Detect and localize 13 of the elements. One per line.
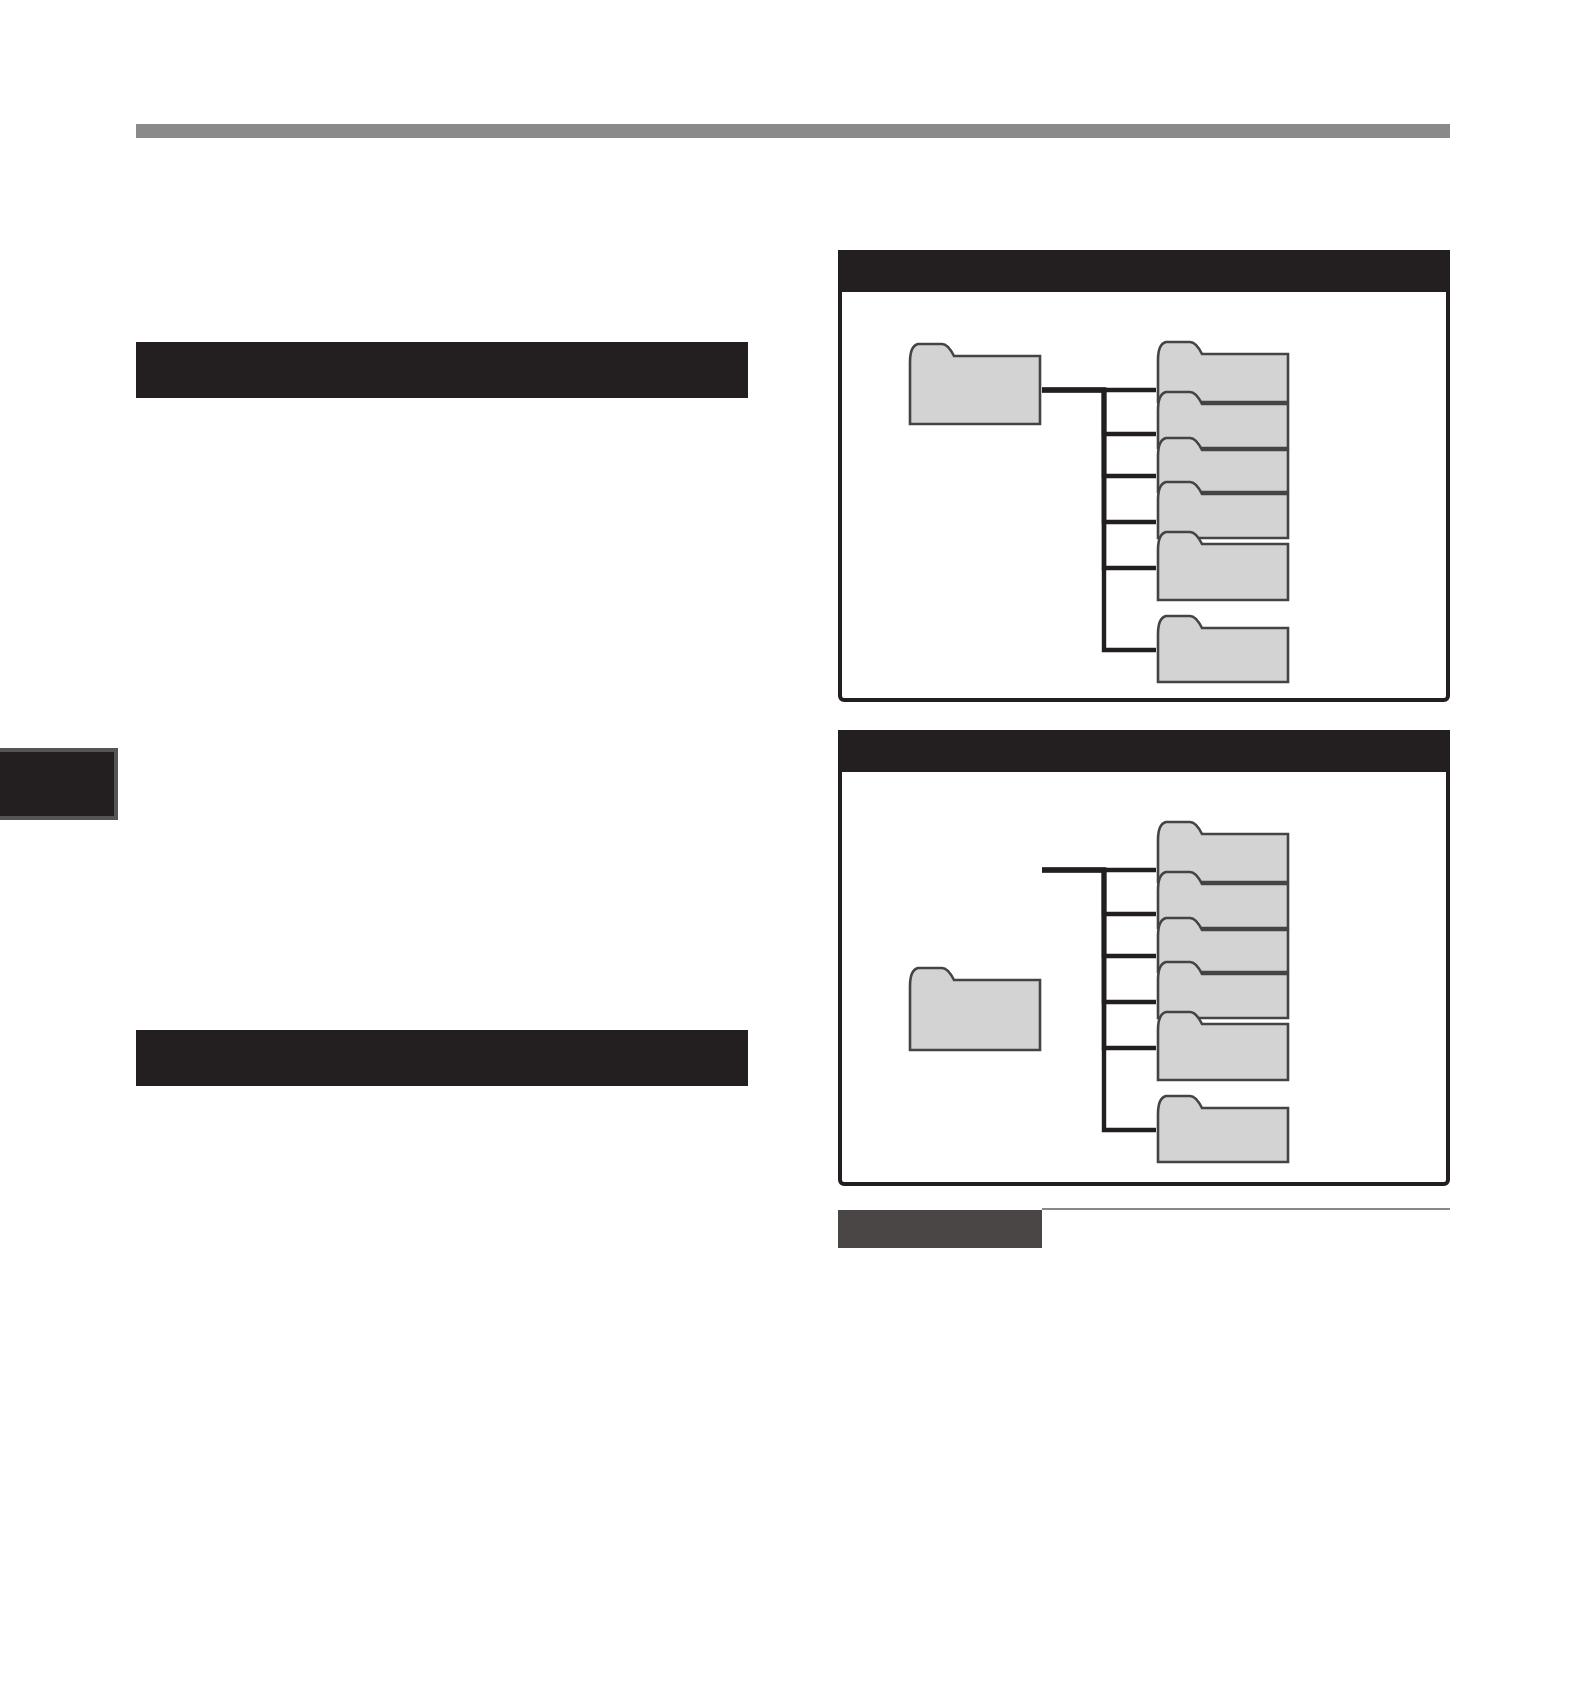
folder-icon [1156,820,1290,884]
folder-icon [1156,1010,1290,1082]
tree-connector [1042,867,1156,1133]
folder-icon [1156,340,1290,404]
folder-icon [908,342,1042,426]
folder-icon [1156,1094,1290,1164]
folder-icon [1156,614,1290,684]
diagram-panel [838,730,1450,1186]
folder-icon [1156,530,1290,602]
tree-connector [1042,387,1156,653]
folder-icon [908,966,1042,1052]
note-heading-bar [838,1210,1042,1248]
diagram-panel [838,250,1450,702]
